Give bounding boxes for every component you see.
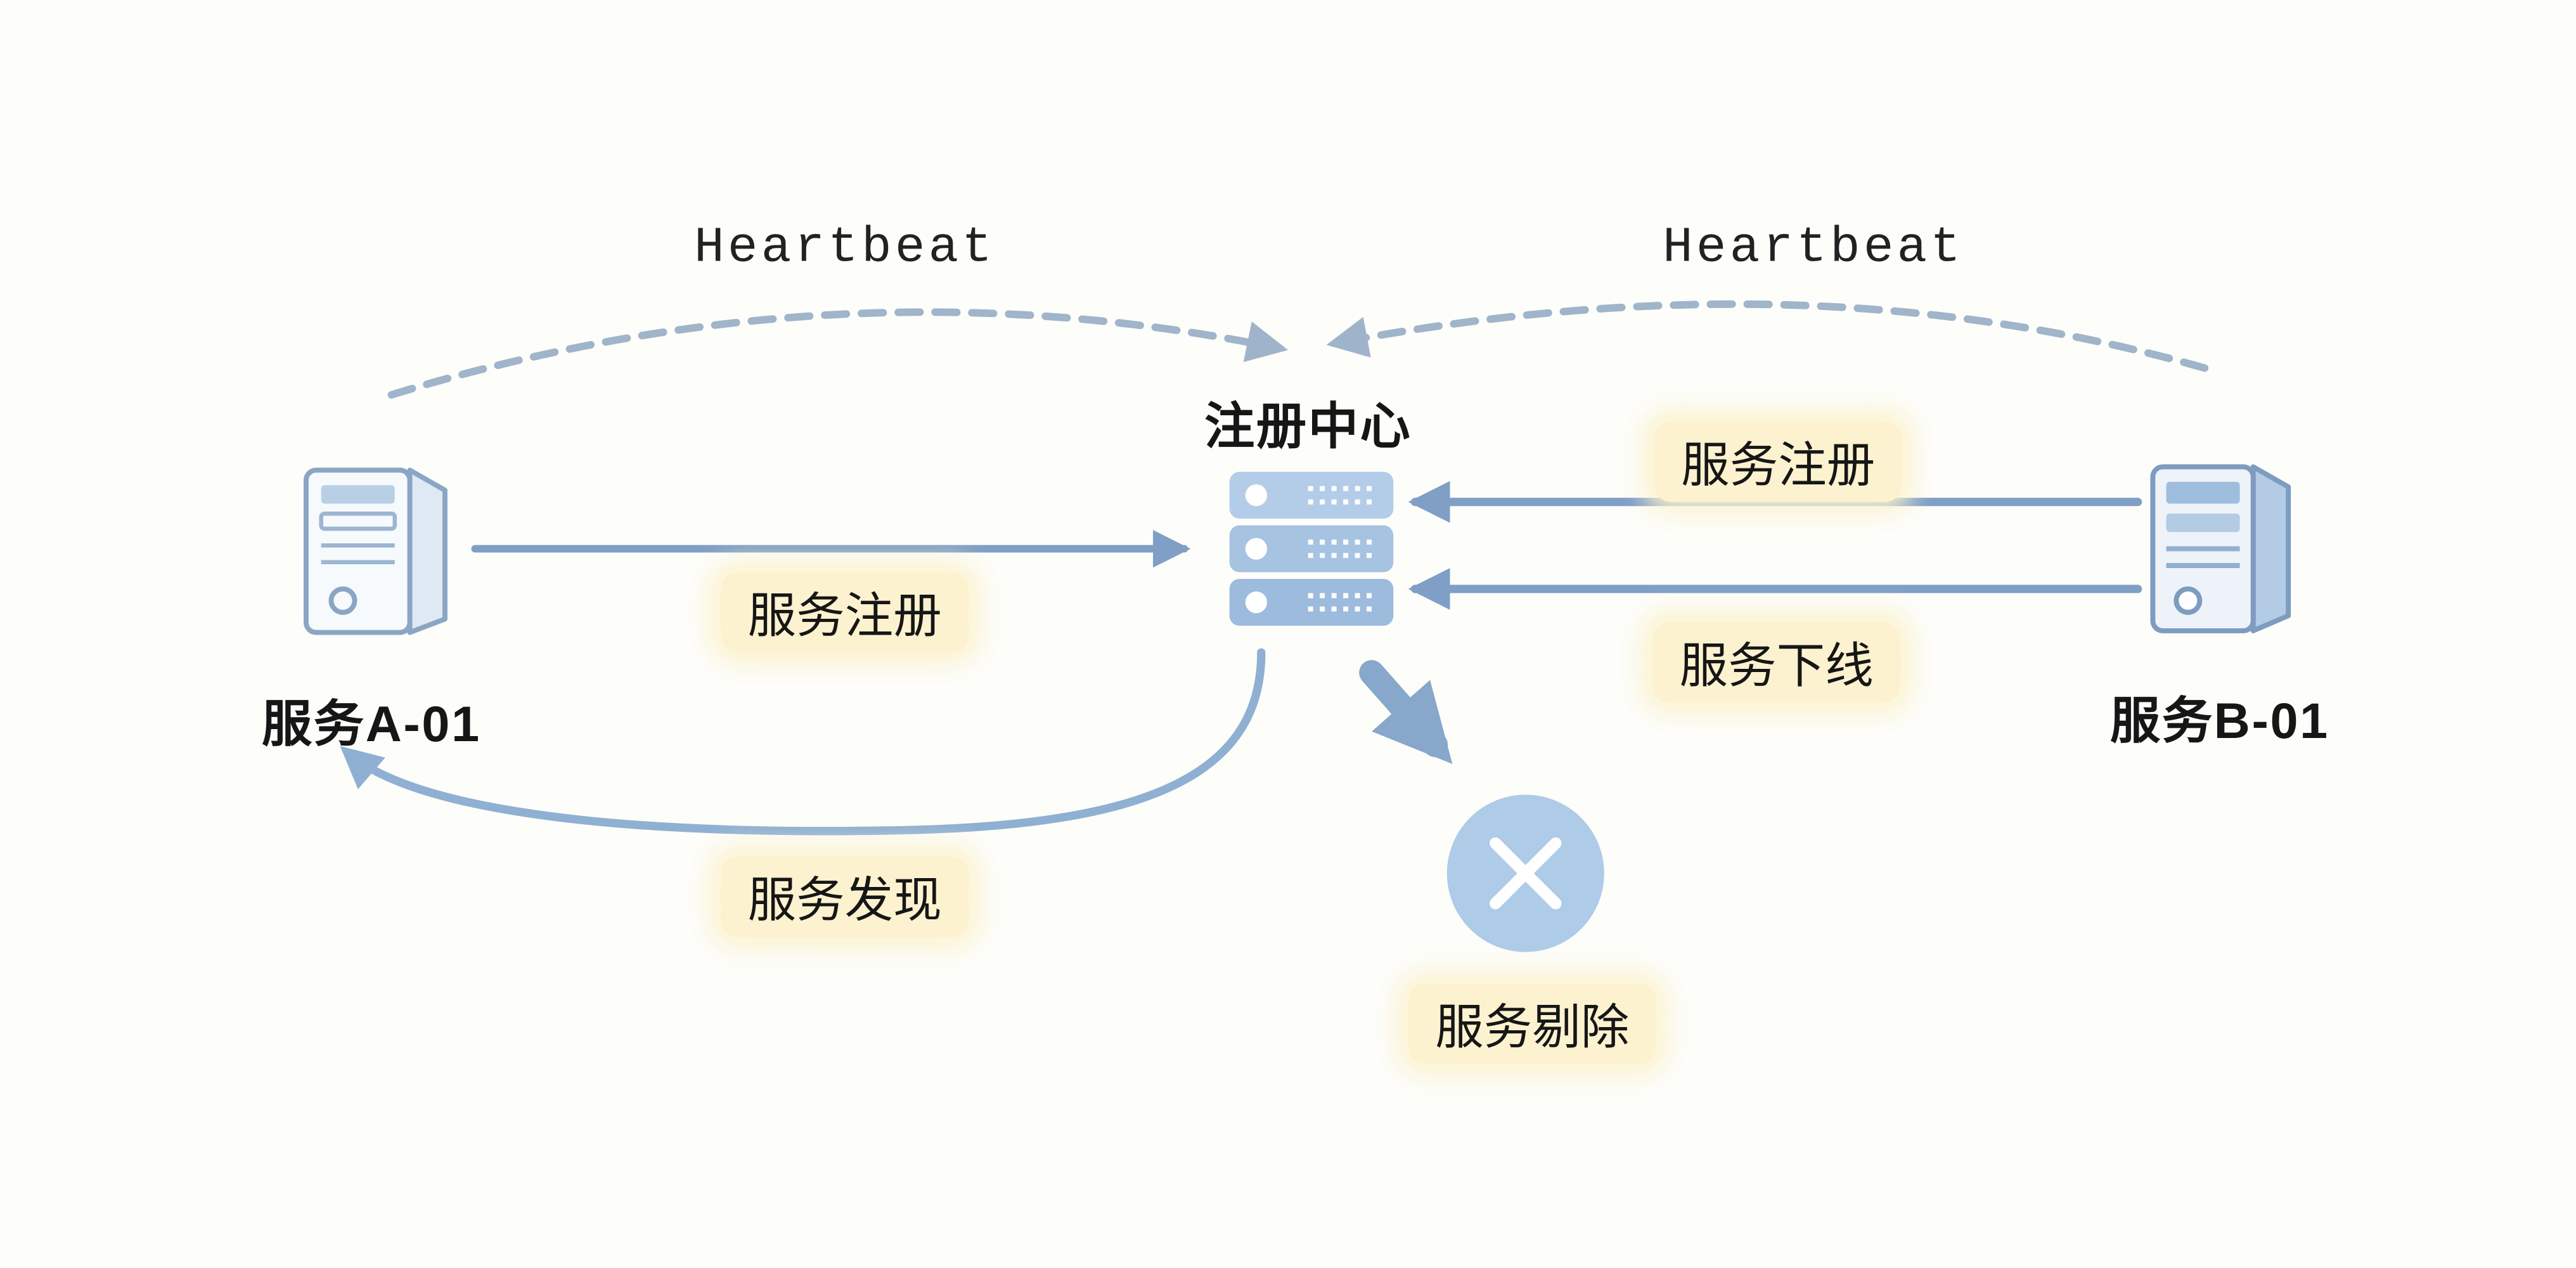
discovery-curve-arrow xyxy=(340,648,1266,836)
service-a-server-icon xyxy=(303,467,448,635)
discovery-tag: 服务发现 xyxy=(721,857,969,937)
eviction-circle-icon xyxy=(1446,794,1604,952)
registry-server-icon xyxy=(1229,472,1394,626)
eviction-tag: 服务剔除 xyxy=(1408,983,1656,1064)
service-b-node-label: 服务B-01 xyxy=(2110,694,2329,750)
offline-from-b-tag: 服务下线 xyxy=(1652,622,1900,703)
service-a-node-label: 服务A-01 xyxy=(261,697,481,753)
heartbeat-right-label: Heartbeat xyxy=(1663,221,1964,278)
registry-node-label: 注册中心 xyxy=(1204,399,1412,455)
heartbeat-left-label: Heartbeat xyxy=(694,221,996,278)
heartbeat-left-arc xyxy=(387,308,1289,399)
heartbeat-right-arc xyxy=(1326,300,2209,372)
service-b-server-icon xyxy=(2150,464,2291,633)
register-from-a-tag: 服务注册 xyxy=(721,572,969,653)
register-from-b-tag: 服务注册 xyxy=(1654,422,1902,502)
eviction-thick-arrow xyxy=(1359,660,1453,765)
